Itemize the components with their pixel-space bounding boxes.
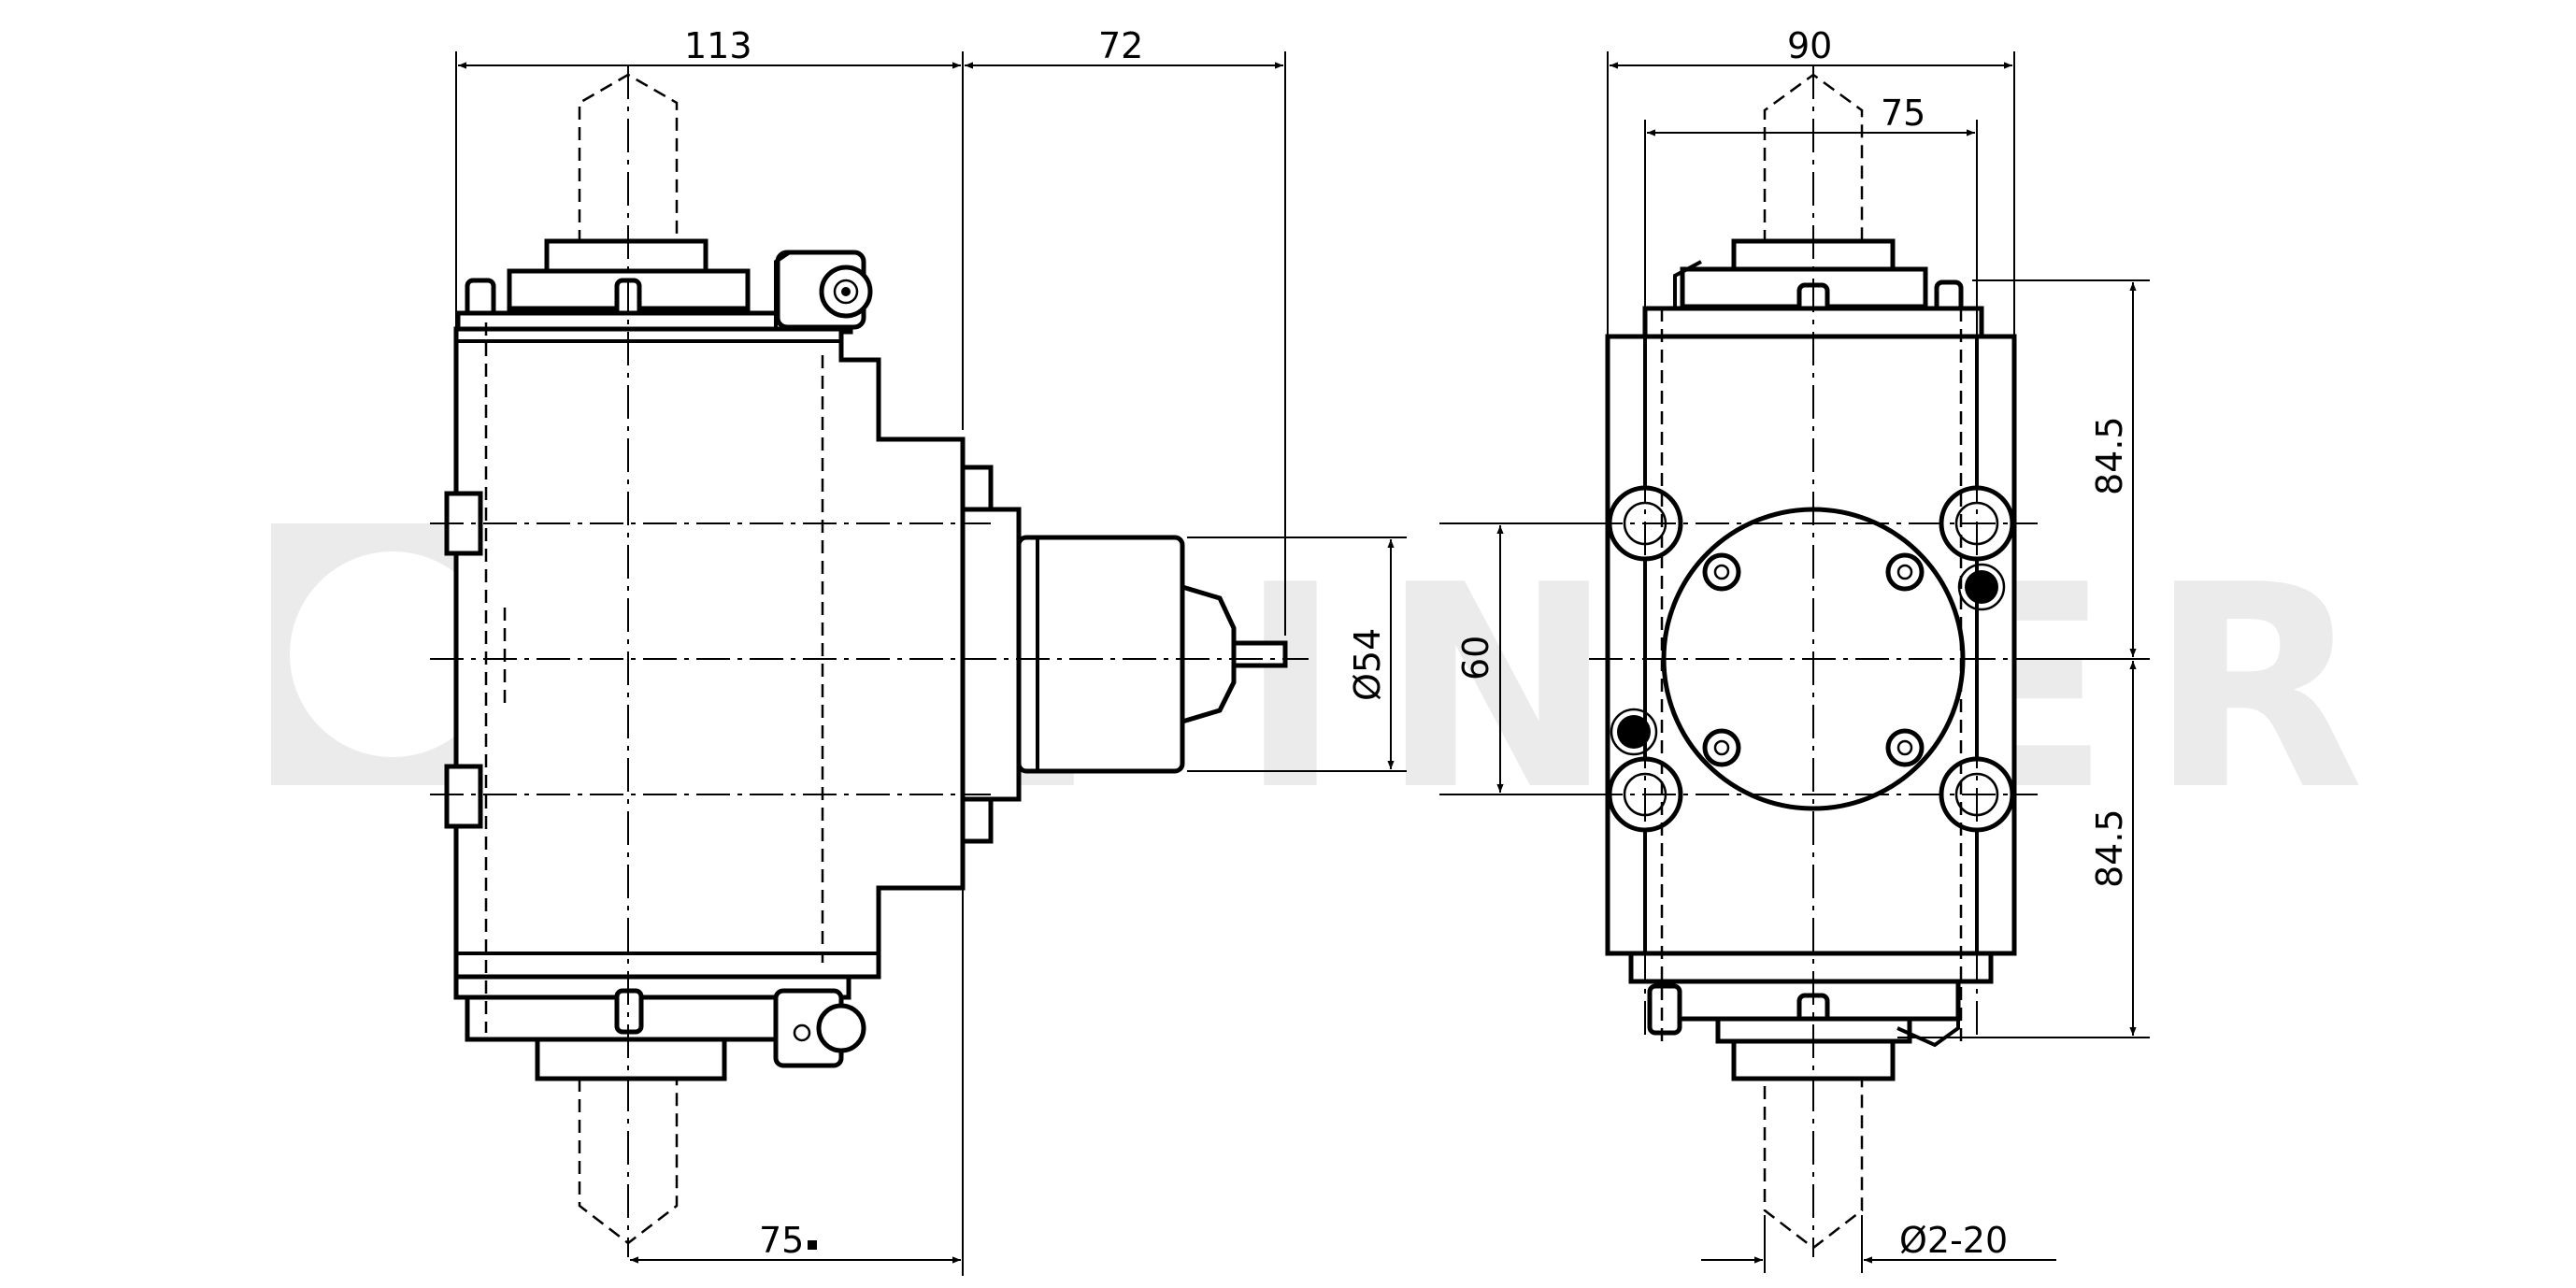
output-flange xyxy=(960,507,1022,802)
inner-bolts xyxy=(1702,552,1925,767)
bottom-nut xyxy=(535,1037,727,1081)
dim-upper-half: 84.5 xyxy=(2089,416,2130,495)
output-spindle xyxy=(1231,640,1288,668)
bottom-coolant-fitting xyxy=(773,988,866,1068)
dim-front-width: 90 xyxy=(1787,25,1832,66)
side-body xyxy=(453,326,966,980)
dim-height-60: 60 xyxy=(1455,636,1496,680)
output-housing xyxy=(1016,535,1185,774)
dim-shank-range: Ø2-20 xyxy=(1899,1220,2008,1261)
dim-side-bottom: 75 xyxy=(759,1220,804,1261)
front-view xyxy=(1589,65,2140,1257)
dowel-pin-upper xyxy=(1965,570,1998,604)
top-nut xyxy=(544,238,708,276)
dim-side-offset: 72 xyxy=(1098,25,1143,66)
top-coolant-fitting xyxy=(774,250,873,330)
dim-lower-half: 84.5 xyxy=(2089,809,2130,888)
output-nose xyxy=(1180,583,1237,725)
side-dimensions: 113 72 75 Ø54 xyxy=(455,25,1407,1276)
front-dimensions: 90 75 84.5 84.5 60 Ø2-20 xyxy=(1439,25,2150,1273)
dim-side-width: 113 xyxy=(684,25,752,66)
dowel-pin-lower xyxy=(1617,715,1651,749)
side-view xyxy=(430,65,1309,1257)
lower-lug xyxy=(444,764,483,829)
dim-front-inner: 75 xyxy=(1881,93,1925,134)
dim-diameter-54: Ø54 xyxy=(1347,628,1388,701)
